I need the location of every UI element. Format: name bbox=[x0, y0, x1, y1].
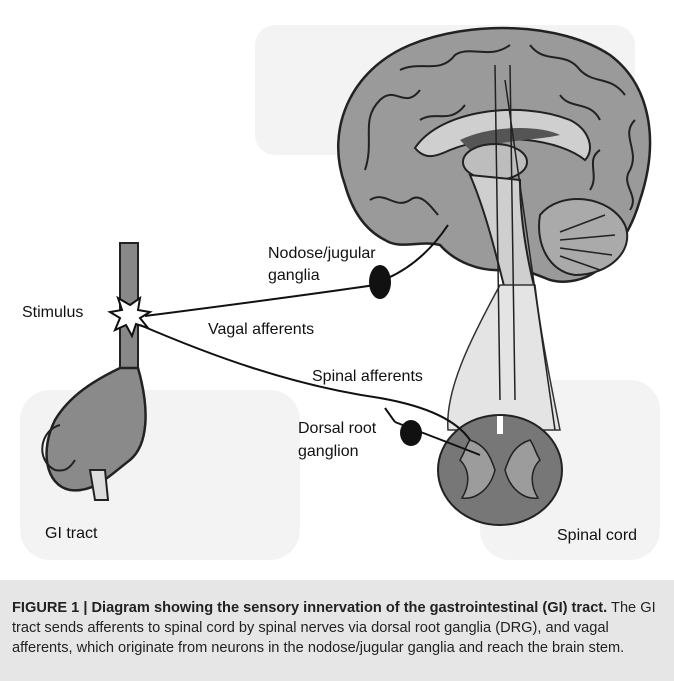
caption-title: FIGURE 1 | Diagram showing the sensory i… bbox=[12, 600, 607, 616]
dorsal-root-ganglion bbox=[400, 420, 422, 446]
spinal-cord-section bbox=[438, 415, 562, 525]
label-gi-tract: GI tract bbox=[45, 525, 98, 542]
label-nodose-line2: ganglia bbox=[268, 267, 320, 284]
label-vagal-afferents: Vagal afferents bbox=[208, 321, 314, 338]
label-drg-line1: Dorsal root bbox=[298, 420, 377, 437]
figure-caption: FIGURE 1 | Diagram showing the sensory i… bbox=[12, 598, 668, 658]
label-spinal-cord: Spinal cord bbox=[557, 527, 637, 544]
label-nodose-line1: Nodose/jugular bbox=[268, 245, 376, 262]
spinal-tract bbox=[448, 285, 560, 430]
brain-illustration bbox=[338, 28, 650, 290]
gi-tract-illustration bbox=[42, 243, 145, 500]
label-spinal-afferents: Spinal afferents bbox=[312, 368, 423, 385]
label-stimulus: Stimulus bbox=[22, 304, 83, 321]
nodose-jugular-ganglia bbox=[369, 265, 391, 299]
label-drg-line2: ganglion bbox=[298, 443, 359, 460]
